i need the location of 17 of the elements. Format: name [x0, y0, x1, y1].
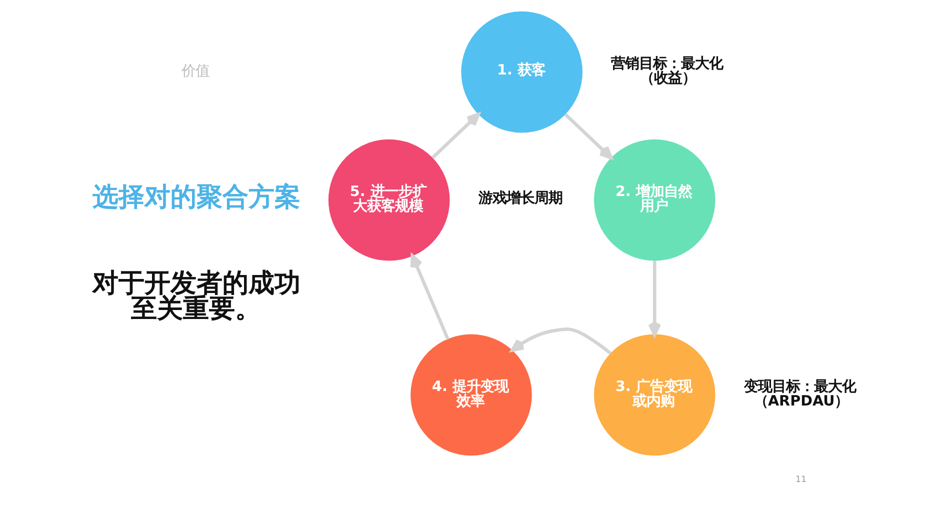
node-label: 变现目标：最大化（ARPDAU） [744, 379, 856, 410]
arrow [432, 112, 480, 159]
node-circle: 3. 广告变现或内购 [594, 334, 716, 456]
label: 11 [796, 475, 806, 486]
label: 对于开发者的成功至关重要。 [92, 268, 300, 324]
node-circle: 4. 提升变现效率 [410, 334, 532, 456]
node-label: 营销目标：最大化（收益） [611, 56, 724, 87]
arrow [564, 113, 613, 160]
arrow [648, 260, 662, 336]
node-circle: 2. 增加自然用户 [594, 139, 716, 261]
arrow [410, 254, 450, 340]
node-circle: 5. 进一步扩大获客规模 [328, 139, 450, 261]
node-circle: 1. 获客 [461, 11, 583, 133]
label: 选择对的聚合方案 [92, 182, 300, 212]
label: 游戏增长周期 [478, 190, 562, 206]
label: 价值 [181, 63, 210, 80]
arrow [510, 328, 612, 355]
